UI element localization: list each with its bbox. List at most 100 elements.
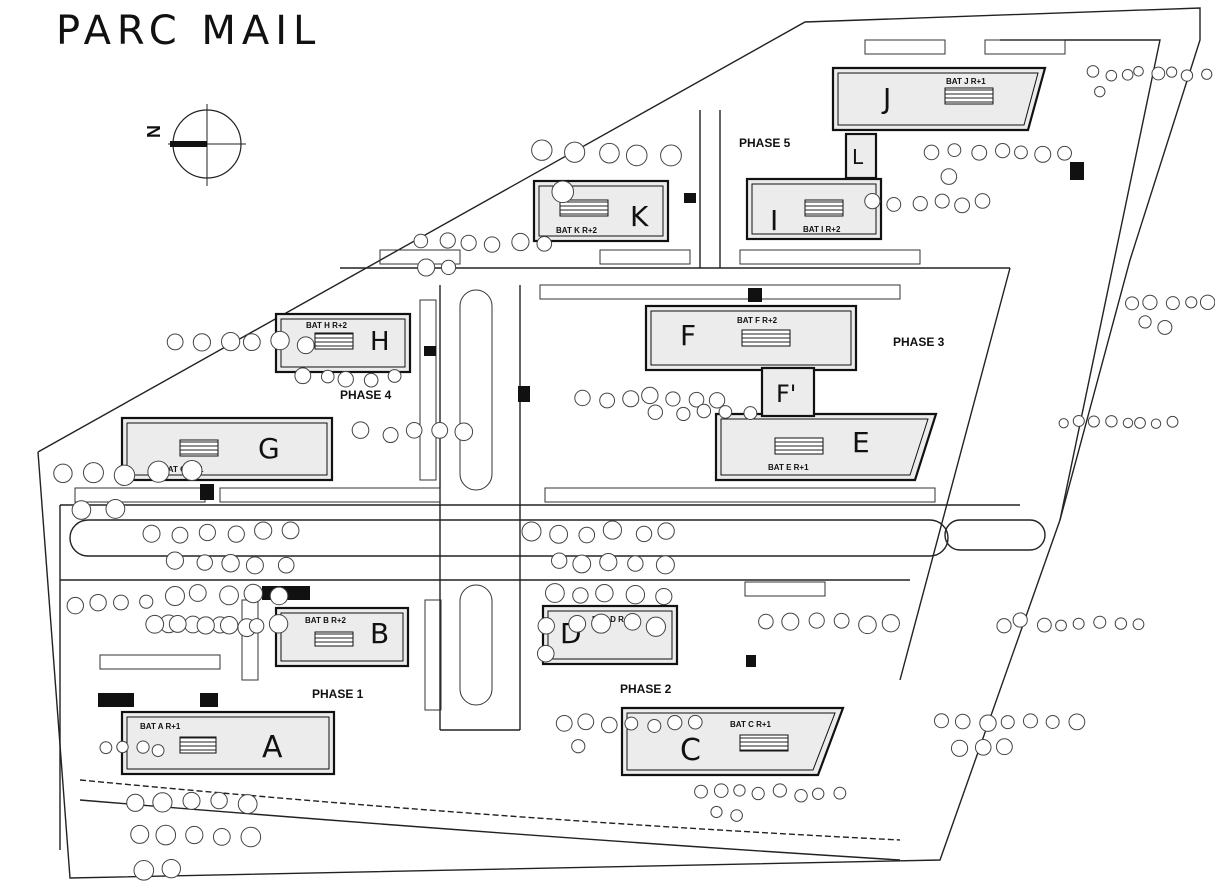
building-letter: F'	[776, 380, 796, 408]
tree-icon	[53, 463, 73, 484]
tree-icon	[431, 421, 449, 439]
building-tag: BAT K R+2	[556, 226, 598, 235]
tree-icon	[254, 521, 273, 540]
tree-icon	[933, 713, 949, 729]
tree-icon	[996, 618, 1012, 634]
tree-icon	[192, 333, 211, 352]
building-tag: BAT F R+2	[737, 316, 778, 325]
building-a[interactable]: BAT A R+1 A	[120, 710, 336, 776]
building-letter: L	[852, 145, 864, 169]
building-l[interactable]: L	[844, 132, 878, 180]
tree-icon	[655, 587, 673, 606]
tree-icon	[1166, 66, 1178, 78]
compass-letter: N	[144, 125, 164, 138]
tree-icon	[296, 336, 315, 355]
building-e[interactable]: BAT E R+1 E	[714, 412, 938, 482]
tree-icon	[531, 139, 553, 161]
tree-icon	[574, 389, 591, 407]
tree-icon	[718, 405, 733, 419]
tree-icon	[647, 718, 662, 733]
building-f[interactable]: BAT F R+2 F	[644, 304, 858, 372]
tree-icon	[641, 386, 659, 405]
tree-icon	[772, 783, 787, 798]
tree-icon	[82, 462, 104, 484]
tree-icon	[733, 784, 746, 797]
tree-icon	[601, 716, 618, 734]
tree-icon	[454, 422, 474, 442]
tree-icon	[864, 193, 881, 210]
building-tag: BAT I R+2	[803, 225, 841, 234]
tree-icon	[1014, 145, 1028, 160]
tree-icon	[591, 613, 612, 634]
tree-icon	[858, 615, 877, 635]
building-i[interactable]: BAT I R+2 I	[745, 177, 883, 241]
tree-icon	[269, 586, 289, 606]
tree-icon	[794, 789, 808, 803]
tree-icon	[625, 584, 646, 605]
tree-icon	[954, 713, 971, 730]
building-letter: K	[630, 200, 649, 233]
tree-icon	[413, 233, 429, 249]
tree-icon	[536, 644, 555, 663]
tree-icon	[599, 392, 616, 409]
tree-icon	[460, 234, 477, 251]
tree-icon	[1166, 415, 1179, 428]
tree-icon	[439, 232, 456, 249]
tree-canopy	[53, 65, 1215, 881]
phase-label-2: PHASE 2	[620, 682, 672, 696]
tree-icon	[105, 499, 126, 519]
building-b[interactable]: BAT B R+2 B	[274, 606, 410, 668]
building-f-prime[interactable]: F'	[760, 366, 816, 418]
tree-icon	[635, 525, 653, 543]
tree-icon	[577, 713, 595, 731]
tree-icon	[665, 391, 681, 407]
tree-icon	[130, 824, 150, 844]
tree-icon	[950, 739, 969, 757]
tree-icon	[1055, 619, 1067, 632]
tree-icon	[240, 826, 262, 848]
tree-icon	[1138, 315, 1152, 329]
building-c[interactable]: BAT C R+1 C	[620, 706, 845, 777]
tree-icon	[537, 617, 555, 635]
tree-icon	[113, 464, 136, 486]
tree-icon	[1134, 417, 1146, 429]
tree-icon	[1133, 65, 1144, 77]
tree-icon	[743, 406, 758, 420]
tree-icon	[781, 612, 800, 631]
tree-icon	[572, 554, 592, 574]
plan-title: PARC MAIL	[56, 8, 321, 54]
tree-icon	[550, 552, 568, 569]
tree-icon	[833, 786, 847, 800]
tree-icon	[320, 369, 335, 384]
tree-icon	[940, 168, 958, 185]
tree-icon	[1045, 714, 1060, 729]
tree-icon	[221, 554, 240, 573]
tree-icon	[268, 614, 289, 634]
building-h[interactable]: BAT H R+2 H	[274, 312, 412, 374]
phase-label-3: PHASE 3	[893, 335, 945, 349]
tree-icon	[1142, 294, 1158, 310]
tree-icon	[947, 143, 962, 158]
building-letter: F	[680, 319, 696, 352]
tree-icon	[351, 421, 370, 439]
tree-icon	[687, 714, 703, 730]
tree-icon	[152, 792, 173, 813]
tree-icon	[219, 616, 239, 635]
tree-icon	[382, 427, 399, 444]
tree-icon	[694, 784, 708, 799]
building-tag: BAT E R+1	[768, 463, 809, 472]
tree-icon	[660, 144, 682, 167]
tree-icon	[923, 144, 940, 161]
tree-icon	[521, 521, 542, 542]
building-j[interactable]: BAT J R+1 J	[831, 66, 1047, 132]
north-arrow-icon: N	[144, 104, 246, 186]
building-letter: C	[680, 733, 701, 768]
tree-icon	[387, 369, 402, 383]
tree-icon	[627, 555, 644, 572]
tree-icon	[971, 144, 988, 161]
tree-icon	[164, 585, 185, 606]
tree-icon	[595, 583, 614, 603]
tree-icon	[1105, 69, 1118, 82]
tree-icon	[833, 612, 850, 629]
tree-icon	[1058, 418, 1069, 429]
